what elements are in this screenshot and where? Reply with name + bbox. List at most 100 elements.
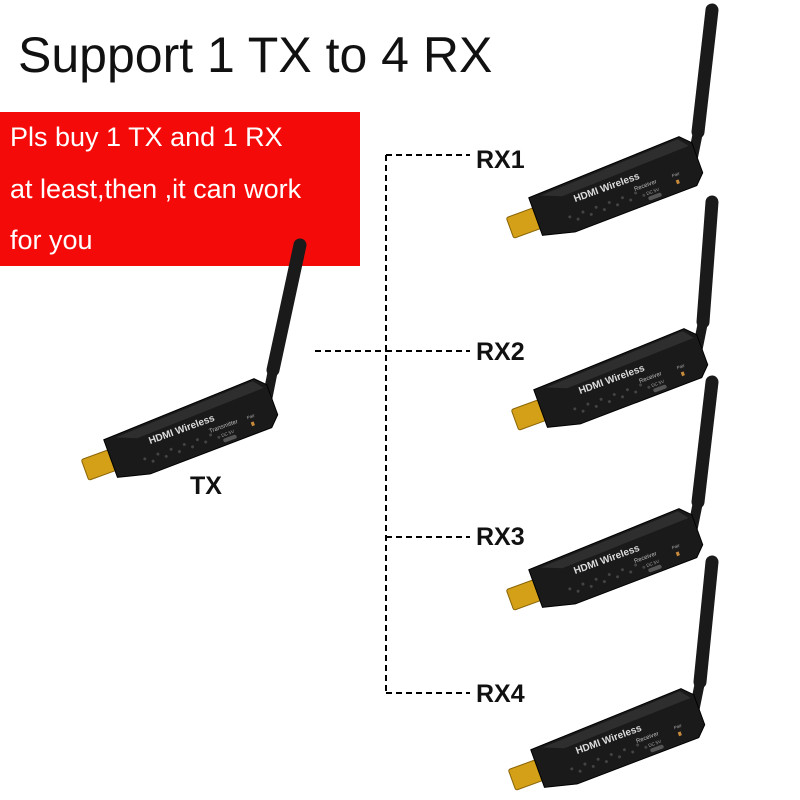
dc-port-text: DC 5V	[646, 187, 660, 196]
vent-hole	[583, 762, 587, 766]
vent-hole	[156, 452, 160, 456]
purchase-note: Pls buy 1 TX and 1 RX at least,then ,it …	[0, 112, 360, 266]
dc-port-text: DC 5V	[648, 739, 662, 748]
vent-hole	[573, 407, 577, 411]
vent-hole	[599, 397, 603, 401]
vent-hole	[581, 210, 585, 214]
vent-hole	[616, 575, 620, 579]
antenna-icon	[691, 3, 719, 139]
page-title: Support 1 TX to 4 RX	[18, 27, 493, 83]
vent-hole	[609, 753, 613, 757]
vent-hole	[204, 440, 208, 444]
antenna-icon	[691, 375, 719, 509]
vent-hole	[594, 205, 598, 209]
vent-hole	[602, 208, 606, 212]
vent-hole	[642, 565, 646, 569]
pair-led-icon	[675, 551, 680, 557]
vent-hole	[618, 755, 622, 759]
pair-button-text: Pair	[671, 171, 681, 179]
vent-hole	[169, 447, 173, 451]
vent-hole	[591, 764, 595, 768]
tx-label: TX	[190, 472, 222, 500]
vent-hole	[602, 580, 606, 584]
vent-hole	[636, 743, 640, 747]
vent-hole	[629, 198, 633, 202]
pair-led-icon	[675, 179, 680, 185]
rx4-label: RX4	[476, 680, 525, 708]
vent-hole	[620, 568, 624, 572]
pair-button-text: Pair	[671, 543, 681, 551]
pair-led-icon	[250, 421, 255, 427]
pair-button-text: Pair	[246, 413, 256, 421]
vent-hole	[209, 433, 213, 437]
vent-hole	[612, 393, 616, 397]
vent-hole	[642, 193, 646, 197]
vent-hole	[182, 443, 186, 447]
vent-hole	[164, 454, 168, 458]
vent-hole	[634, 563, 638, 567]
pair-led-icon	[680, 371, 685, 377]
device-top-face	[542, 691, 691, 749]
vent-hole	[570, 767, 574, 771]
vent-hole	[596, 757, 600, 761]
vent-hole	[589, 584, 593, 588]
vent-hole	[647, 385, 651, 389]
vent-hole	[151, 459, 155, 463]
antenna-icon	[266, 238, 307, 377]
device-top-face	[545, 331, 694, 389]
vent-hole	[639, 383, 643, 387]
pair-led-icon	[677, 731, 682, 737]
vent-hole	[634, 191, 638, 195]
dc-port-text: DC 5V	[646, 559, 660, 568]
vent-hole	[217, 435, 221, 439]
vent-hole	[195, 438, 199, 442]
device-top-face	[540, 139, 689, 197]
pair-button-text: Pair	[676, 363, 686, 371]
vent-hole	[631, 750, 635, 754]
vent-hole	[616, 203, 620, 207]
vent-hole	[581, 409, 585, 413]
vent-hole	[625, 388, 629, 392]
device-top-face	[540, 511, 689, 569]
usb-c-port-icon	[223, 434, 237, 443]
device-body	[528, 508, 704, 608]
device-top-face	[115, 381, 264, 439]
vent-hole	[604, 760, 608, 764]
vent-hole	[576, 217, 580, 221]
dc-port-text: DC 5V	[651, 379, 665, 388]
rx1-label: RX1	[476, 146, 525, 174]
antenna-icon	[696, 195, 719, 329]
rx2-label: RX2	[476, 338, 525, 366]
vent-hole	[594, 404, 598, 408]
vent-hole	[644, 745, 648, 749]
vent-hole	[578, 769, 582, 773]
vent-hole	[191, 445, 195, 449]
antenna-icon	[693, 555, 719, 689]
vent-hole	[177, 450, 181, 454]
vent-hole	[620, 196, 624, 200]
device-body	[530, 688, 706, 788]
vent-hole	[568, 215, 572, 219]
device-body	[528, 136, 704, 236]
note-line-2: at least,then ,it can work	[10, 174, 302, 204]
vent-hole	[634, 390, 638, 394]
vent-hole	[589, 212, 593, 216]
vent-hole	[607, 573, 611, 577]
pair-button-text: Pair	[673, 723, 683, 731]
vent-hole	[143, 457, 147, 461]
usb-c-port-icon	[648, 192, 662, 201]
vent-hole	[586, 402, 590, 406]
vent-hole	[621, 395, 625, 399]
vent-hole	[607, 201, 611, 205]
vent-hole	[568, 587, 572, 591]
dashed-connections	[315, 154, 470, 694]
